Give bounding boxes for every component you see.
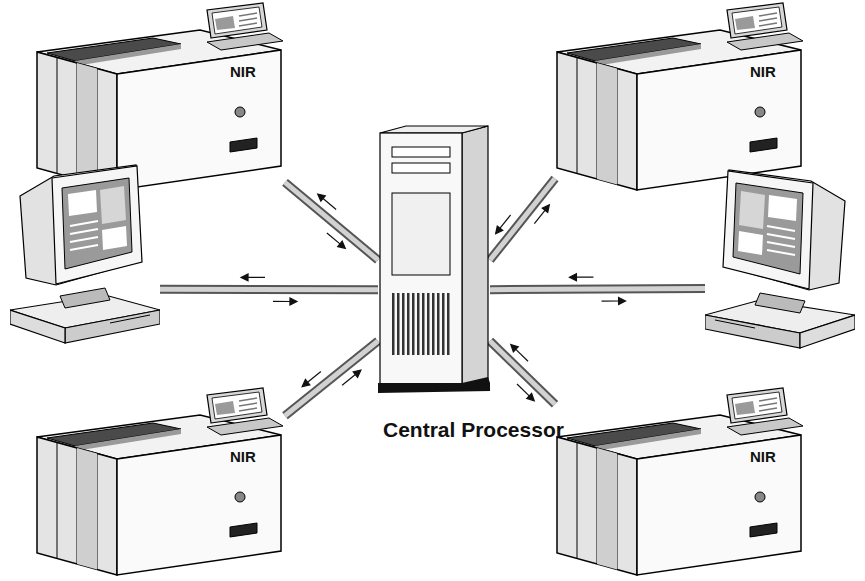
caption-label: Central Processor [383,418,564,441]
data-link [490,341,555,404]
flow-arrow [302,379,310,386]
flow-arrow [323,199,336,210]
flow-arrow [353,370,361,377]
link-band [490,341,555,404]
flow-arrow [516,349,528,361]
flow-arrow [527,393,534,400]
nir-instrument [557,3,803,190]
flow-arrow [619,297,626,304]
nir-instrument: NIR [555,0,805,192]
device-label: NIR [750,449,776,466]
device-label: NIR [230,64,256,81]
nir-instrument: NIR [555,385,805,577]
link-band [160,287,378,293]
data-link [285,341,378,416]
link-band [160,285,378,295]
link-band [285,182,378,260]
nir-instrument: NIR [35,0,285,192]
computer-monitor [705,170,855,348]
device-label: NIR [230,449,256,466]
flow-arrow [327,233,340,244]
flow-arrow [500,215,511,228]
flow-arrow [517,384,529,396]
data-link [490,274,705,305]
data-link [490,179,555,260]
device-label: NIR [750,64,776,81]
flow-arrow [602,300,619,301]
nir-instrument [557,388,803,575]
link-band [285,341,378,416]
flow-arrow [318,194,326,201]
flow-arrow [308,372,321,383]
flow-arrow [534,210,545,223]
link-band [285,182,378,260]
link-band [490,289,705,290]
data-link [285,182,378,260]
link-band [285,341,378,416]
link-band [490,289,705,290]
server-tower: Central Processor [378,125,490,395]
flow-arrow [511,344,518,351]
flow-arrow [273,301,290,302]
flow-arrow [248,277,265,278]
flow-arrow [496,226,503,234]
flow-arrow [338,241,346,248]
computer-monitor [10,165,160,343]
link-band [490,341,555,404]
flow-arrow [241,274,248,281]
flow-arrow [569,274,576,281]
computer-monitor [705,165,855,355]
flow-arrow [342,375,355,386]
data-link [160,274,378,305]
server-tower [378,126,490,393]
nir-instrument: NIR [35,385,285,577]
nir-instrument [37,3,283,190]
link-band [490,179,555,260]
computer-monitor [10,160,160,350]
computer-monitor [705,170,855,348]
flow-arrow [290,298,297,305]
flow-arrow [542,205,549,213]
link-band [490,179,555,260]
flow-arrow [576,277,593,278]
nir-instrument [37,388,283,575]
